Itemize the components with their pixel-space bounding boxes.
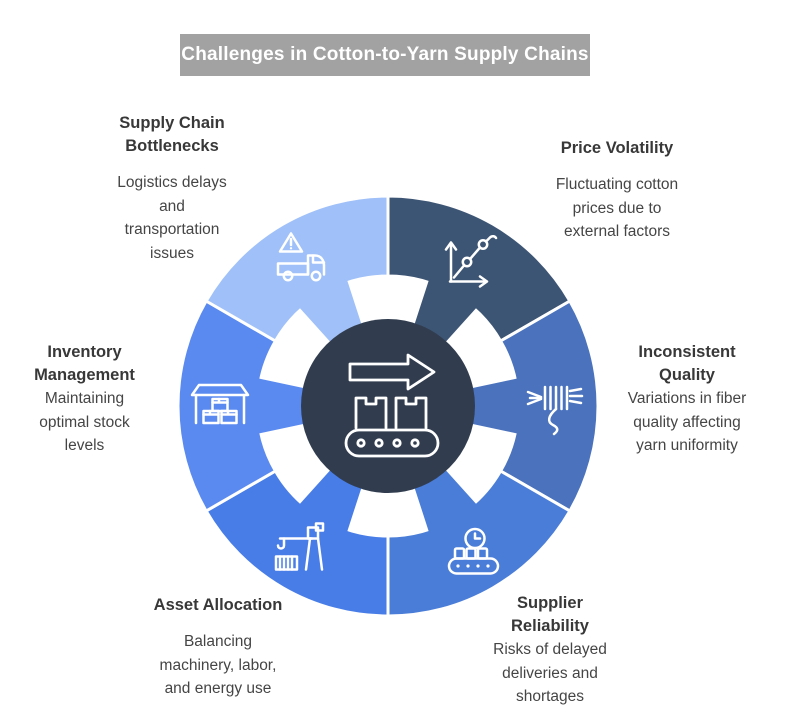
segment-title: Inventory Management xyxy=(34,343,135,384)
label-price-volatility: Price Volatility Fluctuating cotton pric… xyxy=(522,137,712,244)
center-hub xyxy=(301,319,475,493)
label-inventory-management: Inventory Management Maintaining optimal… xyxy=(2,341,167,458)
segment-title: Supplier Reliability xyxy=(511,594,589,635)
conveyor-arrow-icon xyxy=(344,353,440,458)
segment-description: Maintaining optimal stock levels xyxy=(39,390,130,454)
label-asset-allocation: Asset Allocation Balancing machinery, la… xyxy=(128,594,308,701)
segment-description: Fluctuating cotton prices due to externa… xyxy=(555,176,679,240)
segment-description: Variations in fiber quality affecting ya… xyxy=(627,390,747,454)
segment-description: Balancing machinery, labor, and energy u… xyxy=(159,633,277,697)
label-inconsistent-quality: Inconsistent Quality Variations in fiber… xyxy=(607,341,767,458)
label-supplier-reliability: Supplier Reliability Risks of delayed de… xyxy=(460,592,640,709)
segment-description: Logistics delays and transportation issu… xyxy=(117,174,227,262)
segment-title: Price Volatility xyxy=(560,139,674,157)
segment-title: Asset Allocation xyxy=(153,596,283,614)
page-title: Challenges in Cotton-to-Yarn Supply Chai… xyxy=(180,34,590,76)
segment-spoke-inconsistent-quality xyxy=(466,378,522,434)
segment-title: Supply Chain Bottlenecks xyxy=(119,114,225,155)
label-supply-chain-bottlenecks: Supply Chain Bottlenecks Logistics delay… xyxy=(82,112,262,265)
segment-spoke-inventory-management xyxy=(254,378,310,434)
segment-title: Inconsistent Quality xyxy=(638,343,736,384)
segment-description: Risks of delayed deliveries and shortage… xyxy=(493,641,607,705)
